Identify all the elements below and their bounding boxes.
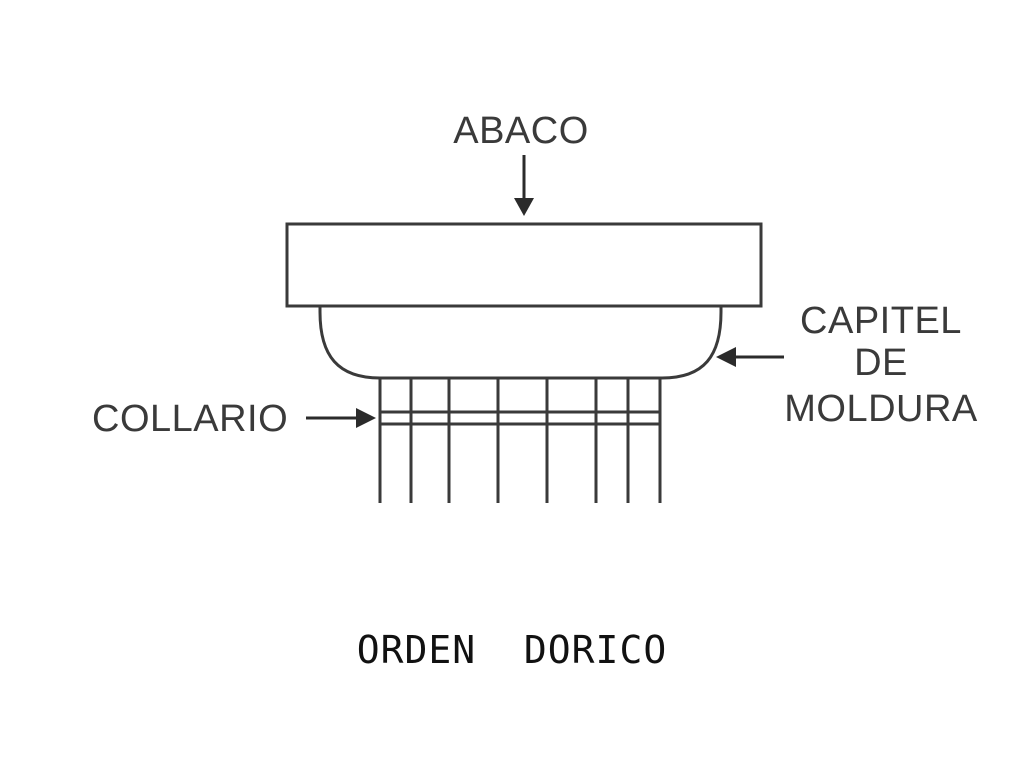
label-collario: COLLARIO [92, 398, 288, 440]
label-capitel-line3: MOLDURA [784, 388, 978, 430]
label-capitel-line1: CAPITEL [800, 300, 962, 342]
label-capitel-de-moldura: CAPITEL DE MOLDURA [784, 300, 978, 430]
arrow-capitel [716, 347, 784, 367]
label-capitel-line2: DE [854, 342, 908, 384]
arrow-collario [306, 408, 376, 428]
arrow-abaco [514, 155, 534, 216]
label-abaco: ABACO [453, 110, 589, 152]
diagram-caption: ORDEN DORICO [356, 628, 668, 672]
collar-band [380, 410, 660, 426]
abaco-block [285, 222, 763, 308]
column-shaft [378, 378, 662, 503]
echinus-molding [318, 304, 723, 380]
